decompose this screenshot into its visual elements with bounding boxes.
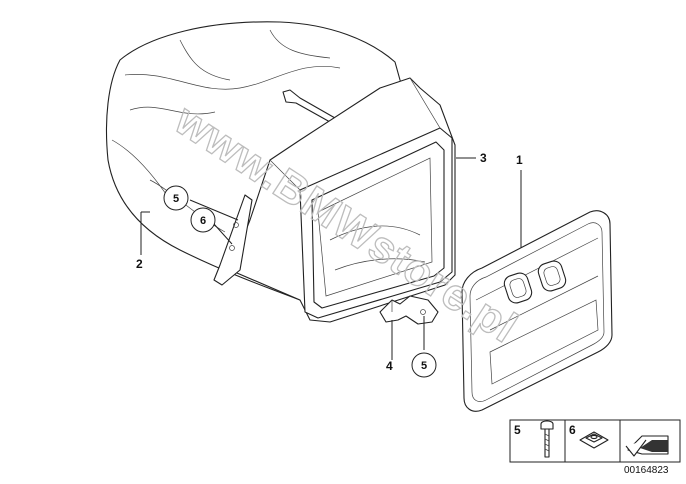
legend-item-5-screw: 5 — [514, 420, 554, 458]
part-1-cover-panel — [461, 210, 613, 412]
svg-text:6: 6 — [569, 423, 576, 437]
legend-item-6-clip-nut: 6 — [569, 423, 609, 449]
callout-3: 3 — [480, 151, 487, 165]
diagram-reference-number: 00164823 — [624, 465, 669, 476]
callout-1: 1 — [516, 153, 523, 167]
screw-icon — [540, 420, 554, 430]
part-3-frame — [213, 77, 456, 323]
callout-4: 4 — [386, 359, 393, 373]
svg-text:6: 6 — [200, 215, 206, 227]
svg-text:5: 5 — [173, 193, 179, 205]
parts-legend: 5 6 — [509, 419, 681, 463]
callout-5-lower: 5 — [411, 352, 437, 378]
callout-5-upper: 5 — [163, 185, 189, 211]
leader-lines — [140, 157, 522, 360]
legend-arrow-icon — [625, 435, 669, 457]
callout-2: 2 — [136, 257, 143, 271]
svg-text:5: 5 — [421, 360, 427, 372]
svg-text:5: 5 — [514, 423, 521, 437]
callout-6-upper: 6 — [190, 207, 216, 233]
